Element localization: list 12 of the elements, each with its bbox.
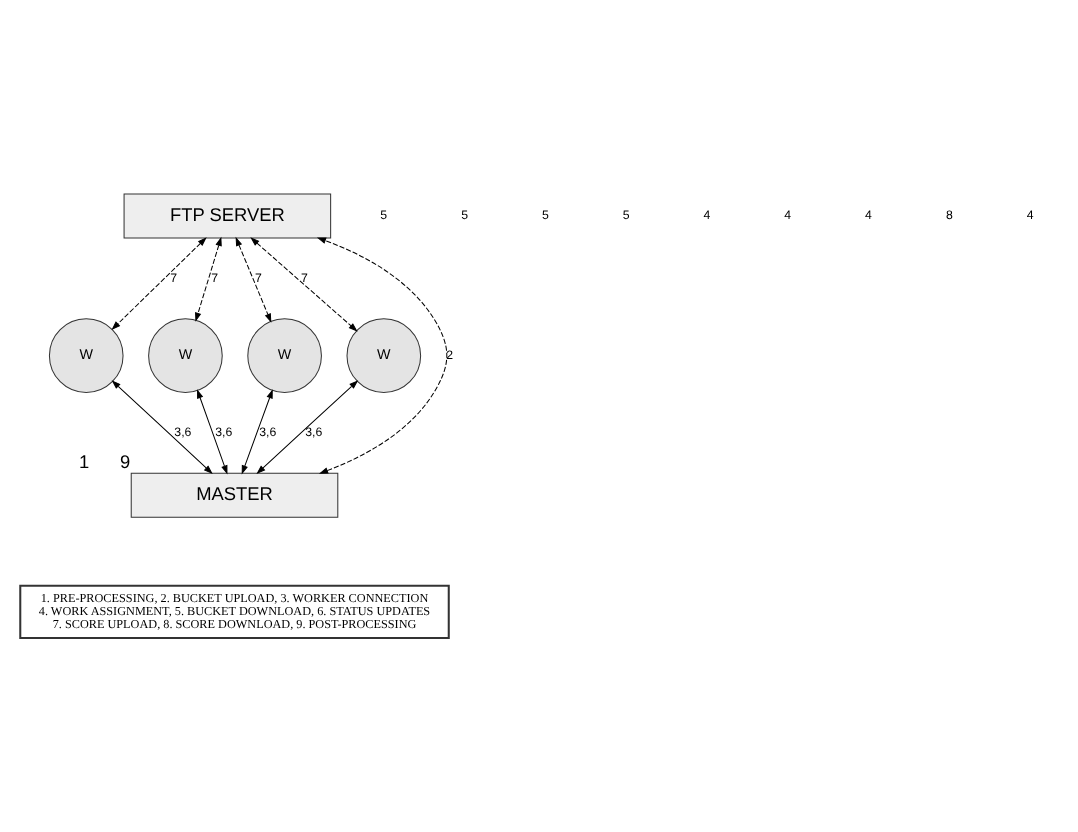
arrow (197, 389, 228, 475)
arrow (111, 237, 207, 331)
arrow (195, 236, 222, 322)
arrow (111, 380, 213, 475)
node-box: MASTER (130, 472, 339, 518)
arrow (256, 380, 359, 475)
arrow (235, 236, 272, 323)
node-box: FTP SERVER (123, 193, 332, 239)
arrow (241, 389, 273, 475)
arrow (316, 237, 448, 474)
arrow (250, 237, 358, 332)
node-label: 1 9 (79, 451, 131, 472)
